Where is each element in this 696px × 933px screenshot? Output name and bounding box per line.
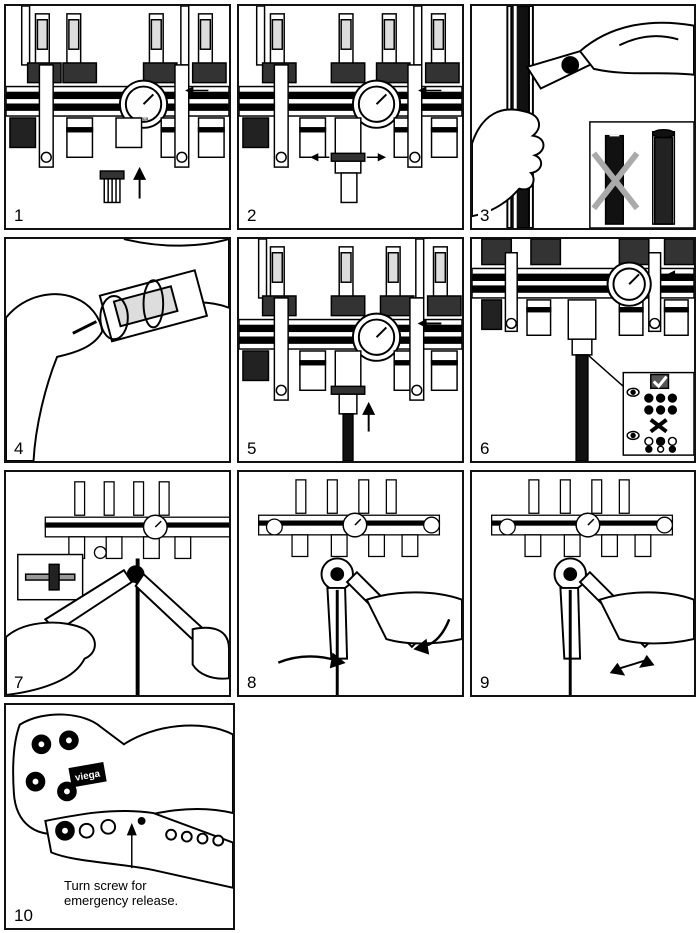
pressure-gauge-icon xyxy=(606,261,652,307)
gloved-hand-icon xyxy=(6,239,229,461)
step-panel-6: 6 xyxy=(470,237,696,463)
caption-line-1: Turn screw for xyxy=(64,878,147,893)
gloved-hand-icon xyxy=(365,591,462,645)
step-panel-5: 5 xyxy=(237,237,464,463)
step-number: 3 xyxy=(478,206,492,225)
arrow-up-icon xyxy=(133,166,147,199)
manifold-icon xyxy=(239,6,462,117)
deburring-illustration xyxy=(6,239,229,461)
manifold-icon xyxy=(239,239,462,350)
manifold-icon xyxy=(44,481,229,560)
step-number: 4 xyxy=(12,439,26,458)
step-panel-10: viega Turn screw for emergency release. … xyxy=(4,703,235,930)
pressure-gauge-icon xyxy=(351,312,402,362)
brand-logo: viega xyxy=(74,769,101,784)
caption: Turn screw for emergency release. xyxy=(64,878,178,908)
arrow-up-icon xyxy=(362,318,442,432)
step-panel-2: 2 xyxy=(237,4,464,230)
pipe-cutting-illustration xyxy=(472,6,694,228)
eye-icon xyxy=(626,430,640,441)
manifold-illustration xyxy=(239,6,462,204)
pipe-cutter-icon xyxy=(525,21,694,90)
gloved-hand-icon xyxy=(6,621,229,695)
step-panel-1: viega 1 xyxy=(4,4,231,230)
pressure-gauge-icon xyxy=(575,512,601,538)
manifold-inspection-illustration xyxy=(472,239,694,461)
eye-icon xyxy=(626,387,640,397)
step-number: 9 xyxy=(478,673,492,692)
step-panel-9: 9 xyxy=(470,470,696,697)
step-number: 10 xyxy=(12,906,35,925)
gloved-hand-icon xyxy=(598,591,694,645)
gloved-hand-icon xyxy=(472,108,545,218)
press-tool-closeup-illustration: viega xyxy=(12,713,233,889)
pressing-illustration xyxy=(258,479,462,695)
step-panel-8: 8 xyxy=(237,470,464,697)
step-panel-3: 3 xyxy=(470,4,696,230)
step-number: 6 xyxy=(478,439,492,458)
step-number: 5 xyxy=(245,439,259,458)
pressure-gauge-icon xyxy=(342,512,368,538)
cross-icon xyxy=(649,418,668,434)
pressing-illustration xyxy=(6,481,229,695)
step-panel-7: 7 xyxy=(4,470,231,697)
step-number: 8 xyxy=(245,673,259,692)
pressure-gauge-icon xyxy=(142,514,168,540)
step-number: 7 xyxy=(12,673,26,692)
manifold-illustration xyxy=(239,239,462,461)
manifold-icon xyxy=(472,239,694,461)
step-number: 1 xyxy=(12,206,26,225)
step-panel-4: 4 xyxy=(4,237,231,463)
pressure-gauge-icon: viega xyxy=(118,79,169,129)
svg-text:viega: viega xyxy=(137,116,149,122)
check-icon xyxy=(650,373,670,390)
manifold-illustration: viega xyxy=(6,6,229,204)
caption-line-2: emergency release. xyxy=(64,893,179,908)
press-tool-icon xyxy=(12,713,233,889)
step-number: 2 xyxy=(245,206,259,225)
pressure-gauge-icon xyxy=(351,79,402,129)
pressing-illustration xyxy=(491,479,694,695)
